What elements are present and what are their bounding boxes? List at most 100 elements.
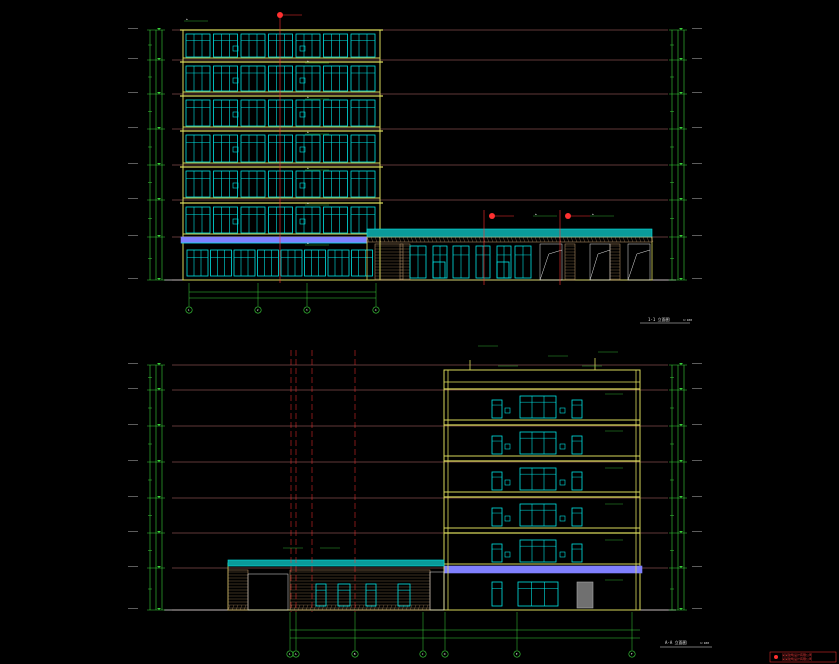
section-marker-icon (489, 213, 495, 219)
upper-brick-hatch (646, 236, 650, 243)
upper-brick-hatch (430, 236, 434, 243)
upper-right-level-arrow (679, 92, 683, 94)
upper-window (240, 206, 266, 234)
upper-entrance-bay (539, 243, 563, 281)
level-annotation-glyph: ± (535, 212, 537, 216)
upper-window (268, 65, 293, 92)
lower-window-narrow (491, 399, 503, 419)
upper-axis-bubble (372, 306, 380, 314)
lower-window-narrow-2 (571, 507, 583, 527)
title-block-text-2: 某某建筑设计有限公司 (782, 656, 812, 661)
upper-brick-pier (399, 243, 411, 281)
lower-brick-hatch (413, 604, 417, 611)
lower-brick-hatch (425, 604, 429, 611)
lower-left-level-arrow (157, 460, 161, 462)
lower-drawing-title: A-A 立面图 (665, 639, 687, 645)
upper-brick-hatch (390, 236, 394, 243)
lower-axis-bubble (351, 650, 359, 658)
upper-axis-label: 2 (257, 308, 259, 312)
upper-brick-hatch (546, 236, 550, 243)
upper-vent (232, 146, 239, 153)
upper-brick-hatch (530, 236, 534, 243)
upper-brick-hatch (554, 236, 558, 243)
upper-brick-hatch (374, 236, 378, 243)
lower-window-wide (519, 503, 557, 527)
lower-window-narrow-2 (571, 471, 583, 491)
upper-brick-hatch (426, 236, 430, 243)
lower-left-level-arrow (157, 608, 161, 610)
upper-brick-hatch (538, 236, 542, 243)
upper-vent (232, 218, 239, 225)
upper-tower (180, 15, 383, 283)
upper-window (323, 99, 348, 127)
upper-window (295, 206, 321, 234)
upper-brick-hatch (522, 236, 526, 243)
level-annotation-glyph: ± (307, 95, 309, 99)
lower-brick-hatch (325, 604, 329, 611)
upper-brick-hatch (534, 236, 538, 243)
lower-door-panel (576, 581, 594, 609)
upper-brick-hatch (366, 236, 370, 243)
upper-left-level-arrow (157, 58, 161, 60)
upper-window (185, 99, 211, 127)
section-marker-icon (565, 213, 571, 219)
upper-vent (299, 45, 306, 52)
lower-entrance-bay (247, 573, 289, 611)
upper-window (350, 206, 376, 234)
upper-door (432, 261, 446, 279)
upper-axis-bubble (254, 306, 262, 314)
upper-drawing-title: 1-1 立面图 (648, 316, 670, 322)
upper-window (323, 134, 348, 163)
lower-brick-hatch (309, 604, 313, 611)
upper-brick-hatch (622, 236, 626, 243)
level-annotation-glyph: ± (186, 17, 188, 21)
upper-window (323, 33, 348, 58)
upper-brick-hatch (418, 236, 422, 243)
upper-axis-label: 1 (188, 308, 190, 312)
upper-entrance-bay (627, 243, 651, 281)
upper-brick-hatch (642, 236, 646, 243)
upper-brick-hatch (578, 236, 582, 243)
upper-brick-hatch (370, 236, 374, 243)
upper-window (185, 170, 211, 198)
lower-axis-bubble (419, 650, 427, 658)
upper-brick-hatch (394, 236, 398, 243)
lower-canopy (443, 565, 643, 574)
upper-brick-hatch (474, 236, 478, 243)
lower-axis-label: A (295, 652, 297, 656)
upper-window (323, 65, 348, 92)
upper-left-level-arrow (157, 163, 161, 165)
upper-window (295, 33, 321, 58)
upper-brick-hatch (606, 236, 610, 243)
upper-right-level-arrow (679, 28, 683, 30)
upper-right-level-arrow (679, 278, 683, 280)
upper-brick-hatch (450, 236, 454, 243)
lower-window-wide (519, 431, 557, 455)
upper-brick-hatch (590, 236, 594, 243)
lower-vent-2 (559, 479, 566, 486)
upper-window (240, 134, 266, 163)
level-annotation-glyph: ± (592, 212, 594, 216)
upper-brick-hatch (570, 236, 574, 243)
upper-window (350, 99, 376, 127)
upper-vent (299, 77, 306, 84)
upper-window (185, 33, 211, 58)
lower-axis-bubble (292, 650, 300, 658)
upper-vent (232, 77, 239, 84)
lower-vent-2 (559, 407, 566, 414)
upper-window (268, 170, 293, 198)
lower-brick-hatch (389, 604, 393, 611)
lower-vent-2 (559, 515, 566, 522)
upper-storefront-window (327, 249, 350, 277)
upper-right-level-arrow (679, 58, 683, 60)
lower-left-level-arrow (157, 531, 161, 533)
lower-brick-hatch (349, 604, 353, 611)
lower-axis-label: D (444, 652, 446, 656)
upper-brick-hatch (626, 236, 630, 243)
lower-axis-bubble (513, 650, 521, 658)
upper-window (350, 134, 376, 163)
